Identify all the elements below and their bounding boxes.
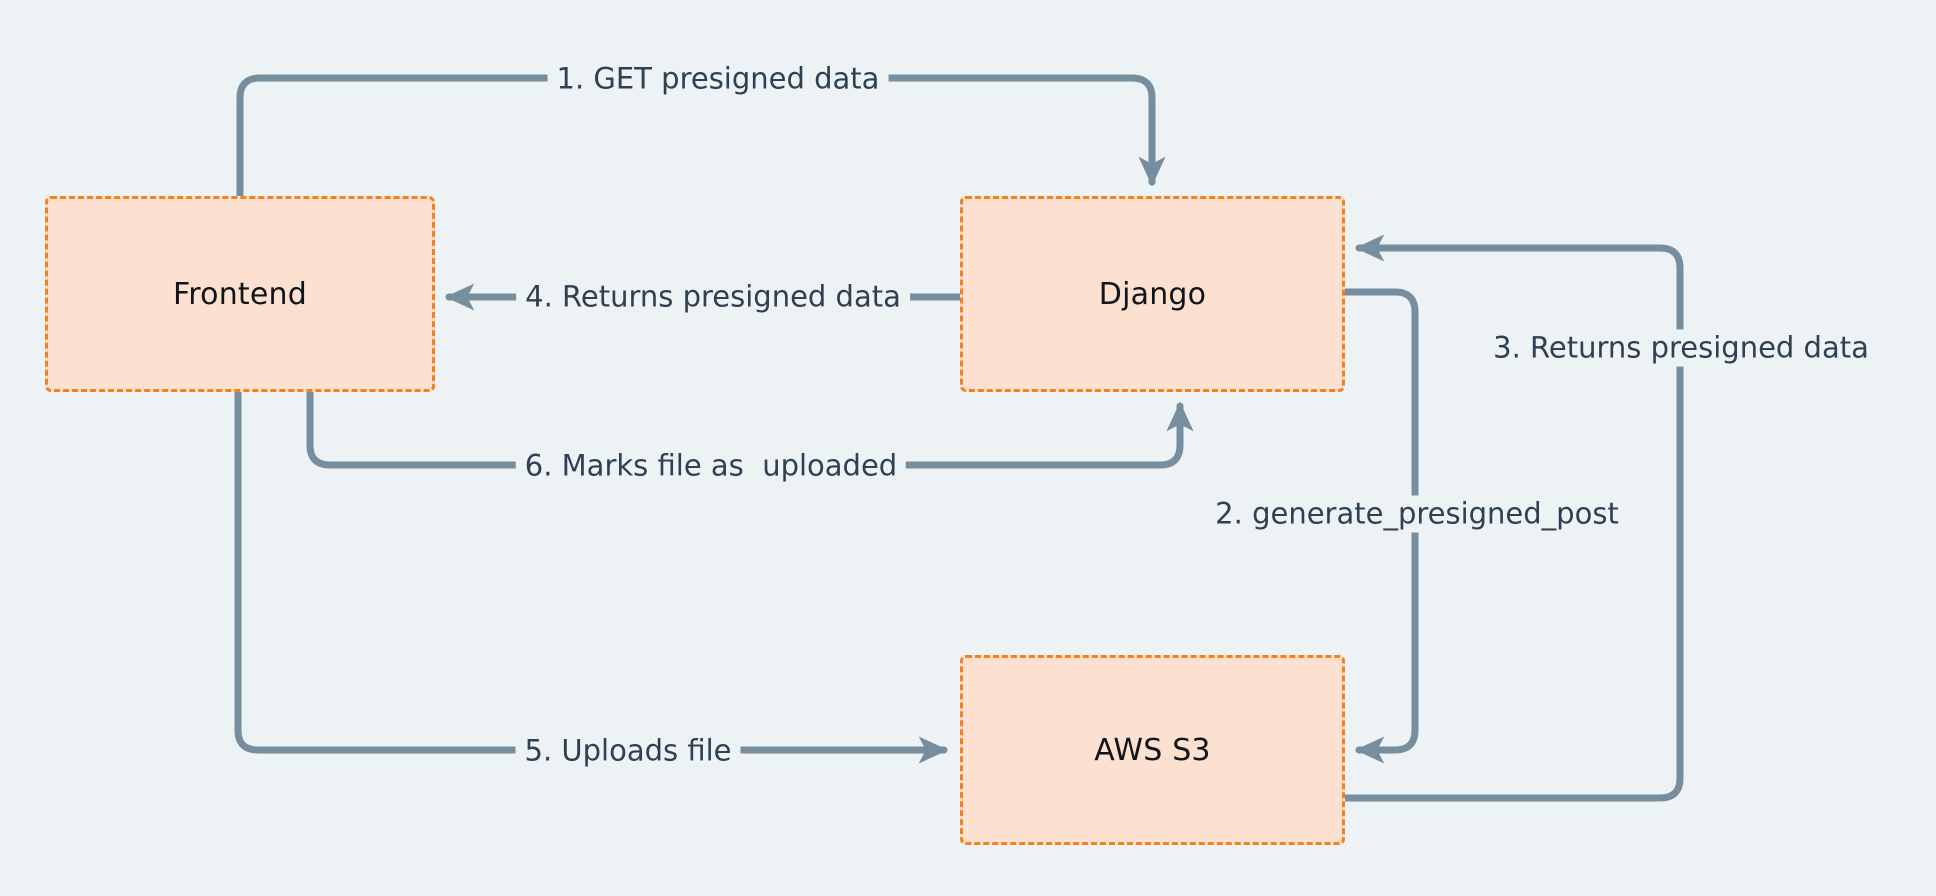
edge-label-4: 4. Returns presigned data [516, 278, 910, 316]
edge-label-3: 3. Returns presigned data [1484, 329, 1878, 367]
node-aws-s3-label: AWS S3 [1094, 732, 1211, 768]
edge-label-5: 5. Uploads file [515, 732, 741, 770]
node-django-label: Django [1098, 276, 1207, 312]
node-frontend-label: Frontend [173, 276, 307, 312]
edge-label-2: 2. generate_presigned_post [1206, 495, 1628, 533]
edge-label-1: 1. GET presigned data [547, 60, 889, 98]
node-django[interactable]: Django [960, 196, 1345, 392]
node-aws-s3[interactable]: AWS S3 [960, 655, 1345, 845]
node-frontend[interactable]: Frontend [45, 196, 435, 392]
edge-label-6: 6. Marks file as uploaded [515, 447, 907, 485]
edge-3-path [1341, 234, 1684, 802]
edge-5-path [234, 388, 949, 764]
